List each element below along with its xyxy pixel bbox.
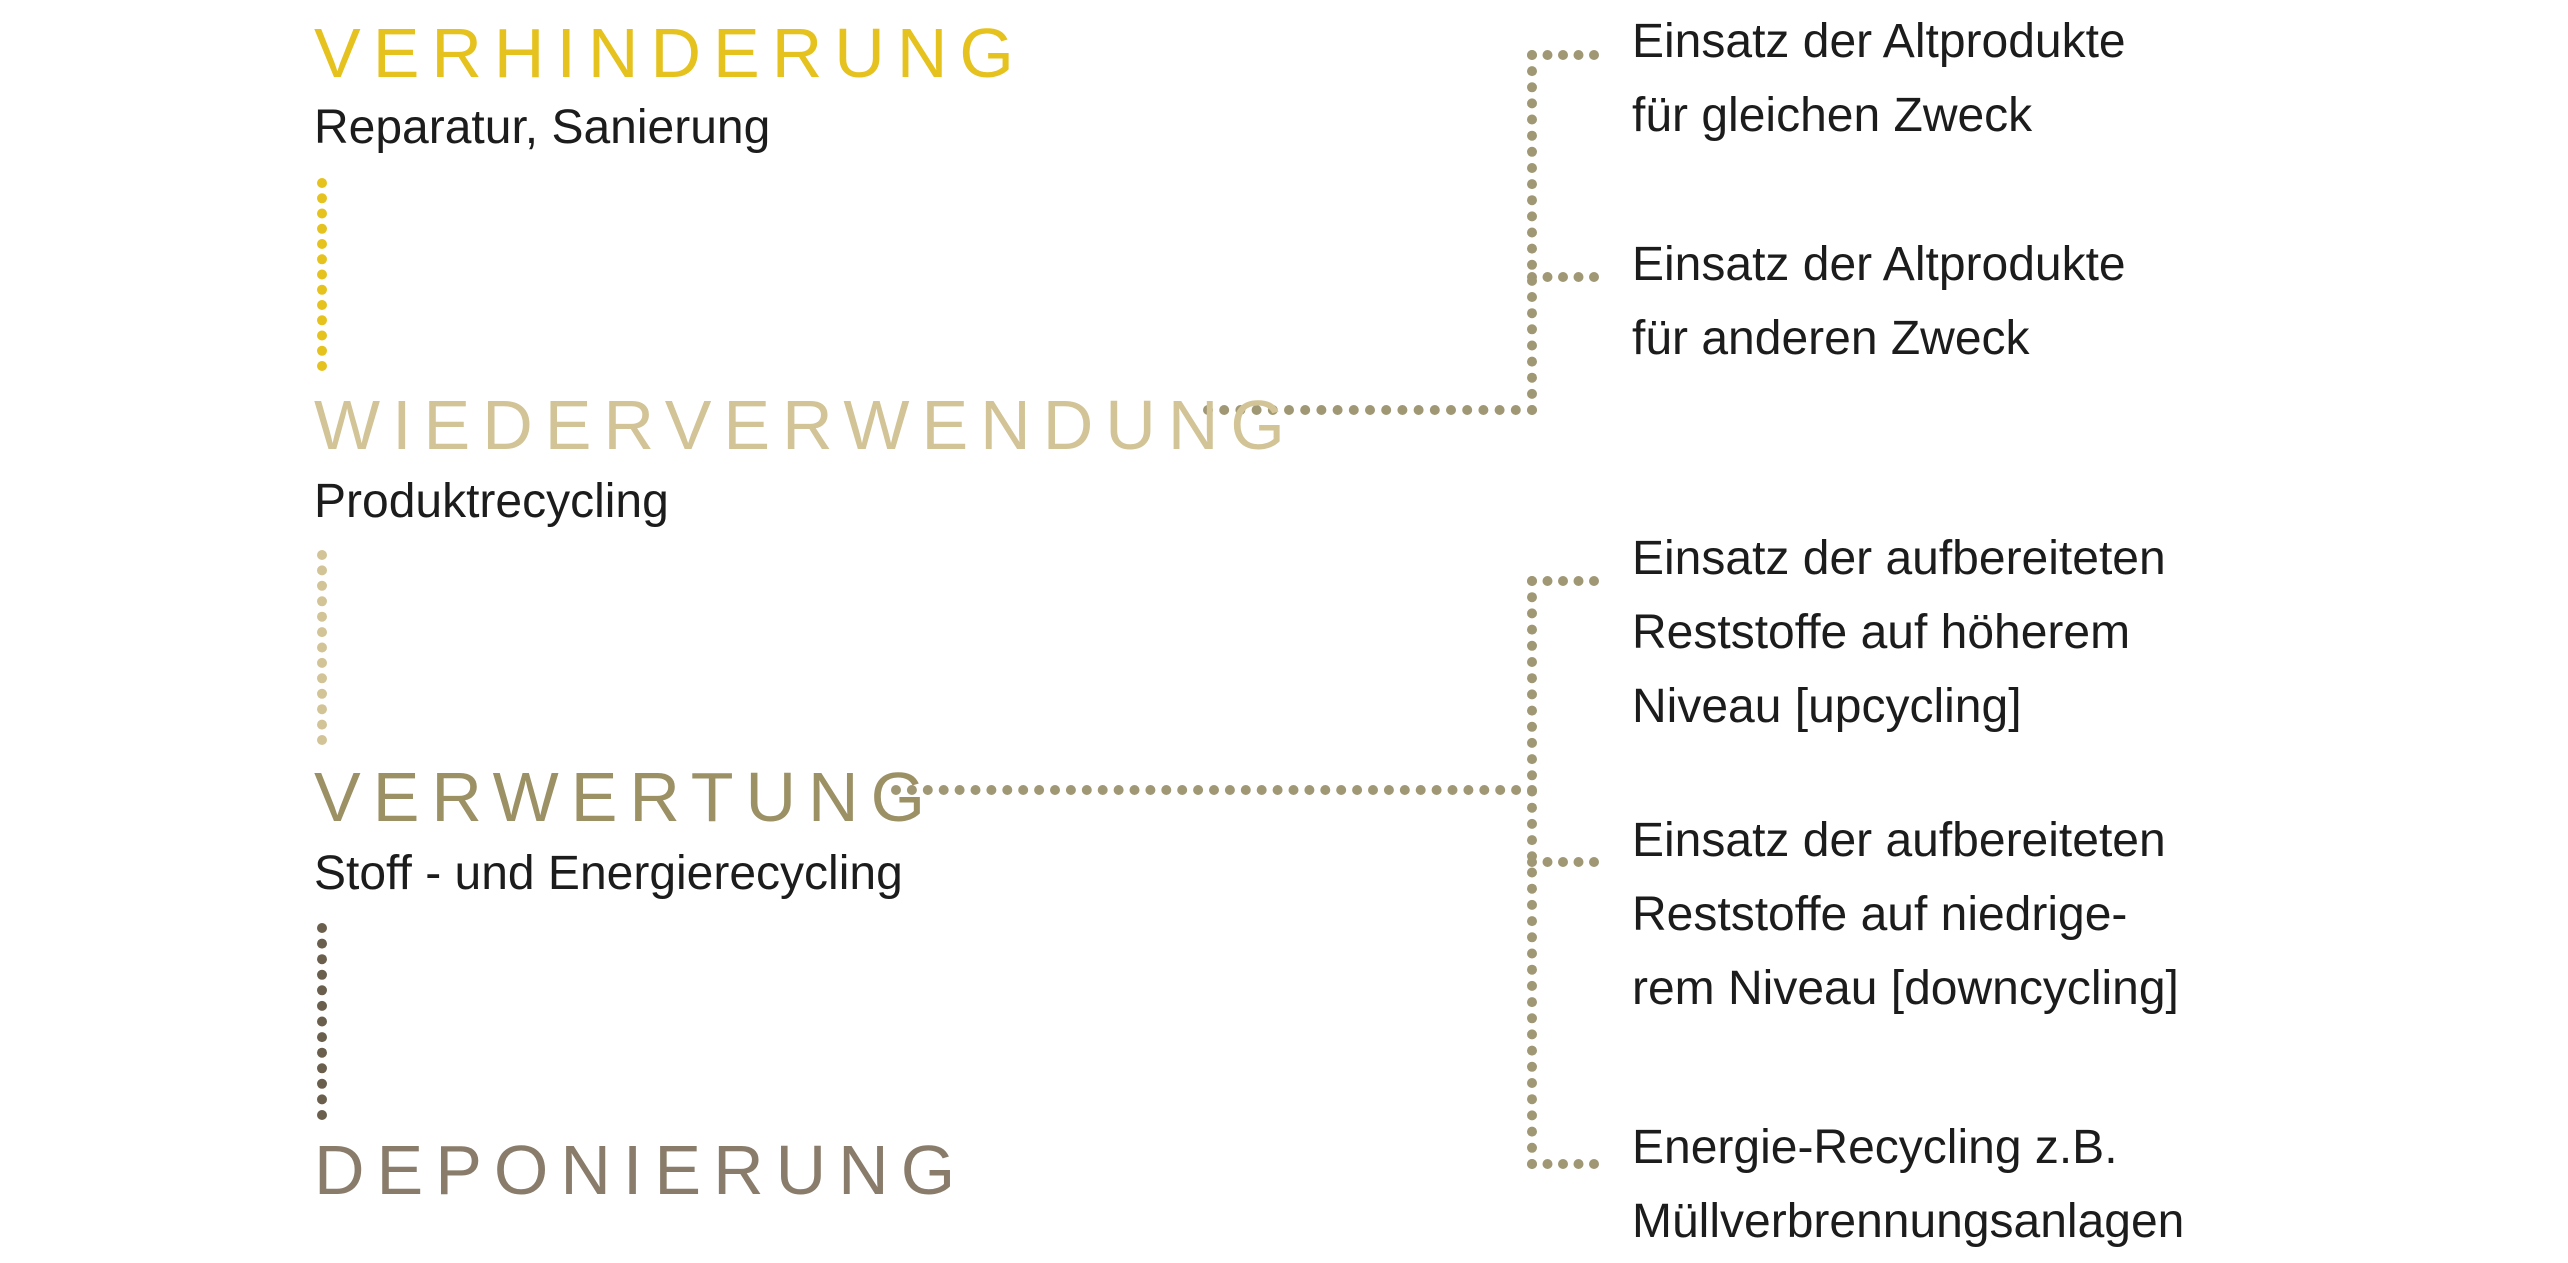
outcome-line: Reststoffe auf niedrige-	[1632, 888, 2128, 941]
stage-subtitle-wiederverwendung: Produktrecycling	[314, 475, 669, 528]
stage-title-deponierung: DEPONIERUNG	[314, 1131, 968, 1209]
outcome-energie-recycling: Energie-Recycling z.B. Müllverbrennungsa…	[1632, 1111, 2392, 1259]
outcome-line: für gleichen Zweck	[1632, 89, 2033, 142]
branch-wiederverwendung-vertical	[1527, 50, 1537, 415]
stage-connector-3	[317, 923, 327, 1120]
outcome-line: Einsatz der aufbereiteten	[1632, 814, 2166, 867]
outcome-line: Energie-Recycling z.B.	[1632, 1121, 2118, 1174]
outcome-anderer-zweck: Einsatz der Altprodukte für anderen Zwec…	[1632, 228, 2392, 376]
outcome-upcycling: Einsatz der aufbereiteten Reststoffe auf…	[1632, 522, 2392, 744]
stage-title-verhinderung: VERHINDERUNG	[314, 14, 1026, 92]
branch-tick-anderer-zweck	[1527, 272, 1599, 282]
outcome-line: Müllverbrennungsanlagen	[1632, 1195, 2185, 1248]
outcome-line: Einsatz der aufbereiteten	[1632, 532, 2166, 585]
outcome-line: für anderen Zweck	[1632, 312, 2030, 365]
stage-subtitle-verhinderung: Reparatur, Sanierung	[314, 101, 771, 154]
outcome-line: Niveau [upcycling]	[1632, 680, 2022, 733]
branch-tick-energie	[1527, 1159, 1599, 1169]
branch-tick-gleicher-zweck	[1527, 50, 1599, 60]
branch-wiederverwendung-horizontal	[1203, 405, 1537, 415]
stage-connector-1	[317, 178, 327, 371]
outcome-line: rem Niveau [downcycling]	[1632, 962, 2179, 1015]
branch-tick-upcycling	[1527, 576, 1599, 586]
stage-title-verwertung: VERWERTUNG	[314, 758, 938, 836]
outcome-line: Einsatz der Altprodukte	[1632, 15, 2126, 68]
branch-verwertung-vertical	[1527, 576, 1537, 1169]
outcome-line: Reststoffe auf höherem	[1632, 606, 2131, 659]
stage-title-wiederverwendung: WIEDERVERWENDUNG	[314, 386, 1297, 464]
stage-subtitle-verwertung: Stoff - und Energierecycling	[314, 847, 903, 900]
branch-verwertung-horizontal	[891, 785, 1537, 795]
outcome-gleicher-zweck: Einsatz der Altprodukte für gleichen Zwe…	[1632, 5, 2392, 153]
outcome-downcycling: Einsatz der aufbereiteten Reststoffe auf…	[1632, 804, 2392, 1026]
stage-connector-2	[317, 550, 327, 745]
branch-tick-downcycling	[1527, 857, 1599, 867]
outcome-line: Einsatz der Altprodukte	[1632, 238, 2126, 291]
